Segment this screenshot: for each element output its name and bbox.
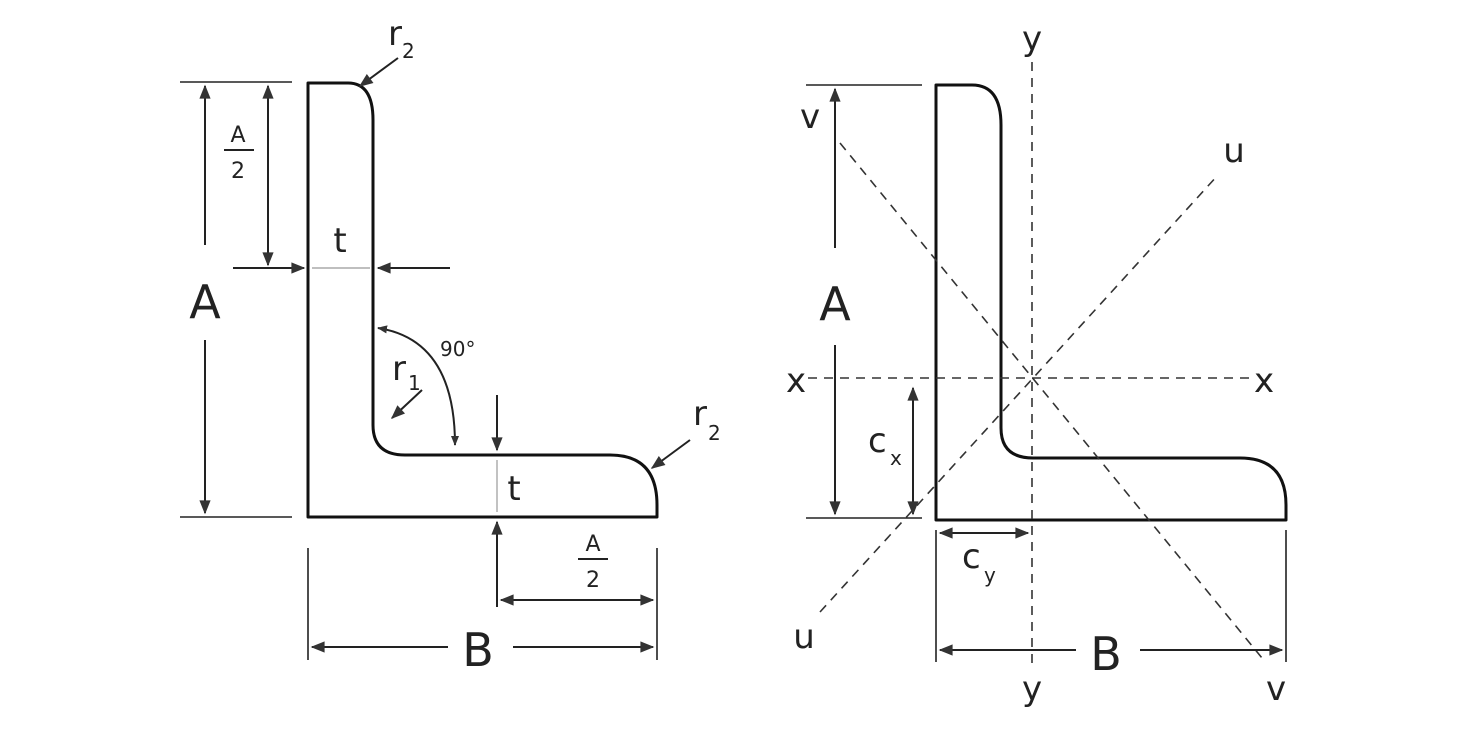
left-label-r2-top-sub: 2 [402,39,415,63]
right-figure: y y x x u u v v A c x c y B [786,19,1288,709]
left-label-r2-right-sub: 2 [708,421,721,445]
right-axis-u [819,174,1219,613]
right-label-A: A [819,277,851,331]
right-label-y-bottom: y [1022,669,1042,709]
left-label-t-web: t [333,221,346,261]
left-r1-leader [390,389,423,419]
left-label-r1: r [392,349,406,389]
right-angle-profile [934,83,1288,522]
left-label-leg-half-den: 2 [586,568,600,593]
left-label-leg-half-num: A [585,532,600,557]
right-label-cy: c [962,537,981,577]
left-angle-profile [306,81,659,519]
left-label-t-leg: t [507,469,520,509]
right-label-cx: c [868,421,887,461]
right-label-u-bottom: u [793,617,815,657]
left-arc-90 [377,325,459,446]
left-r2-right-leader [650,439,691,469]
left-label-angle: 90° [440,337,475,361]
left-figure: A A 2 t 90° r 1 r 2 r 2 t A 2 [180,14,721,677]
left-label-A-half-num: A [230,123,245,148]
right-axis-v [839,142,1263,659]
right-label-cx-sub: x [890,446,902,470]
right-label-cy-sub: y [984,563,996,587]
left-label-r2-top: r [388,14,402,54]
left-label-B: B [462,623,494,677]
left-label-A-half-den: 2 [231,159,245,184]
left-label-A: A [189,275,221,329]
right-label-x-left: x [786,361,806,401]
right-label-v-bottom: v [1266,669,1286,709]
right-label-v-top: v [800,97,820,137]
right-label-B: B [1090,627,1122,681]
right-label-x-right: x [1254,361,1274,401]
left-label-r1-sub: 1 [408,371,421,395]
left-label-r2-right: r [693,394,707,434]
right-label-y-top: y [1022,19,1042,59]
left-r2-top-leader [358,57,399,87]
right-label-u-top: u [1223,131,1245,171]
